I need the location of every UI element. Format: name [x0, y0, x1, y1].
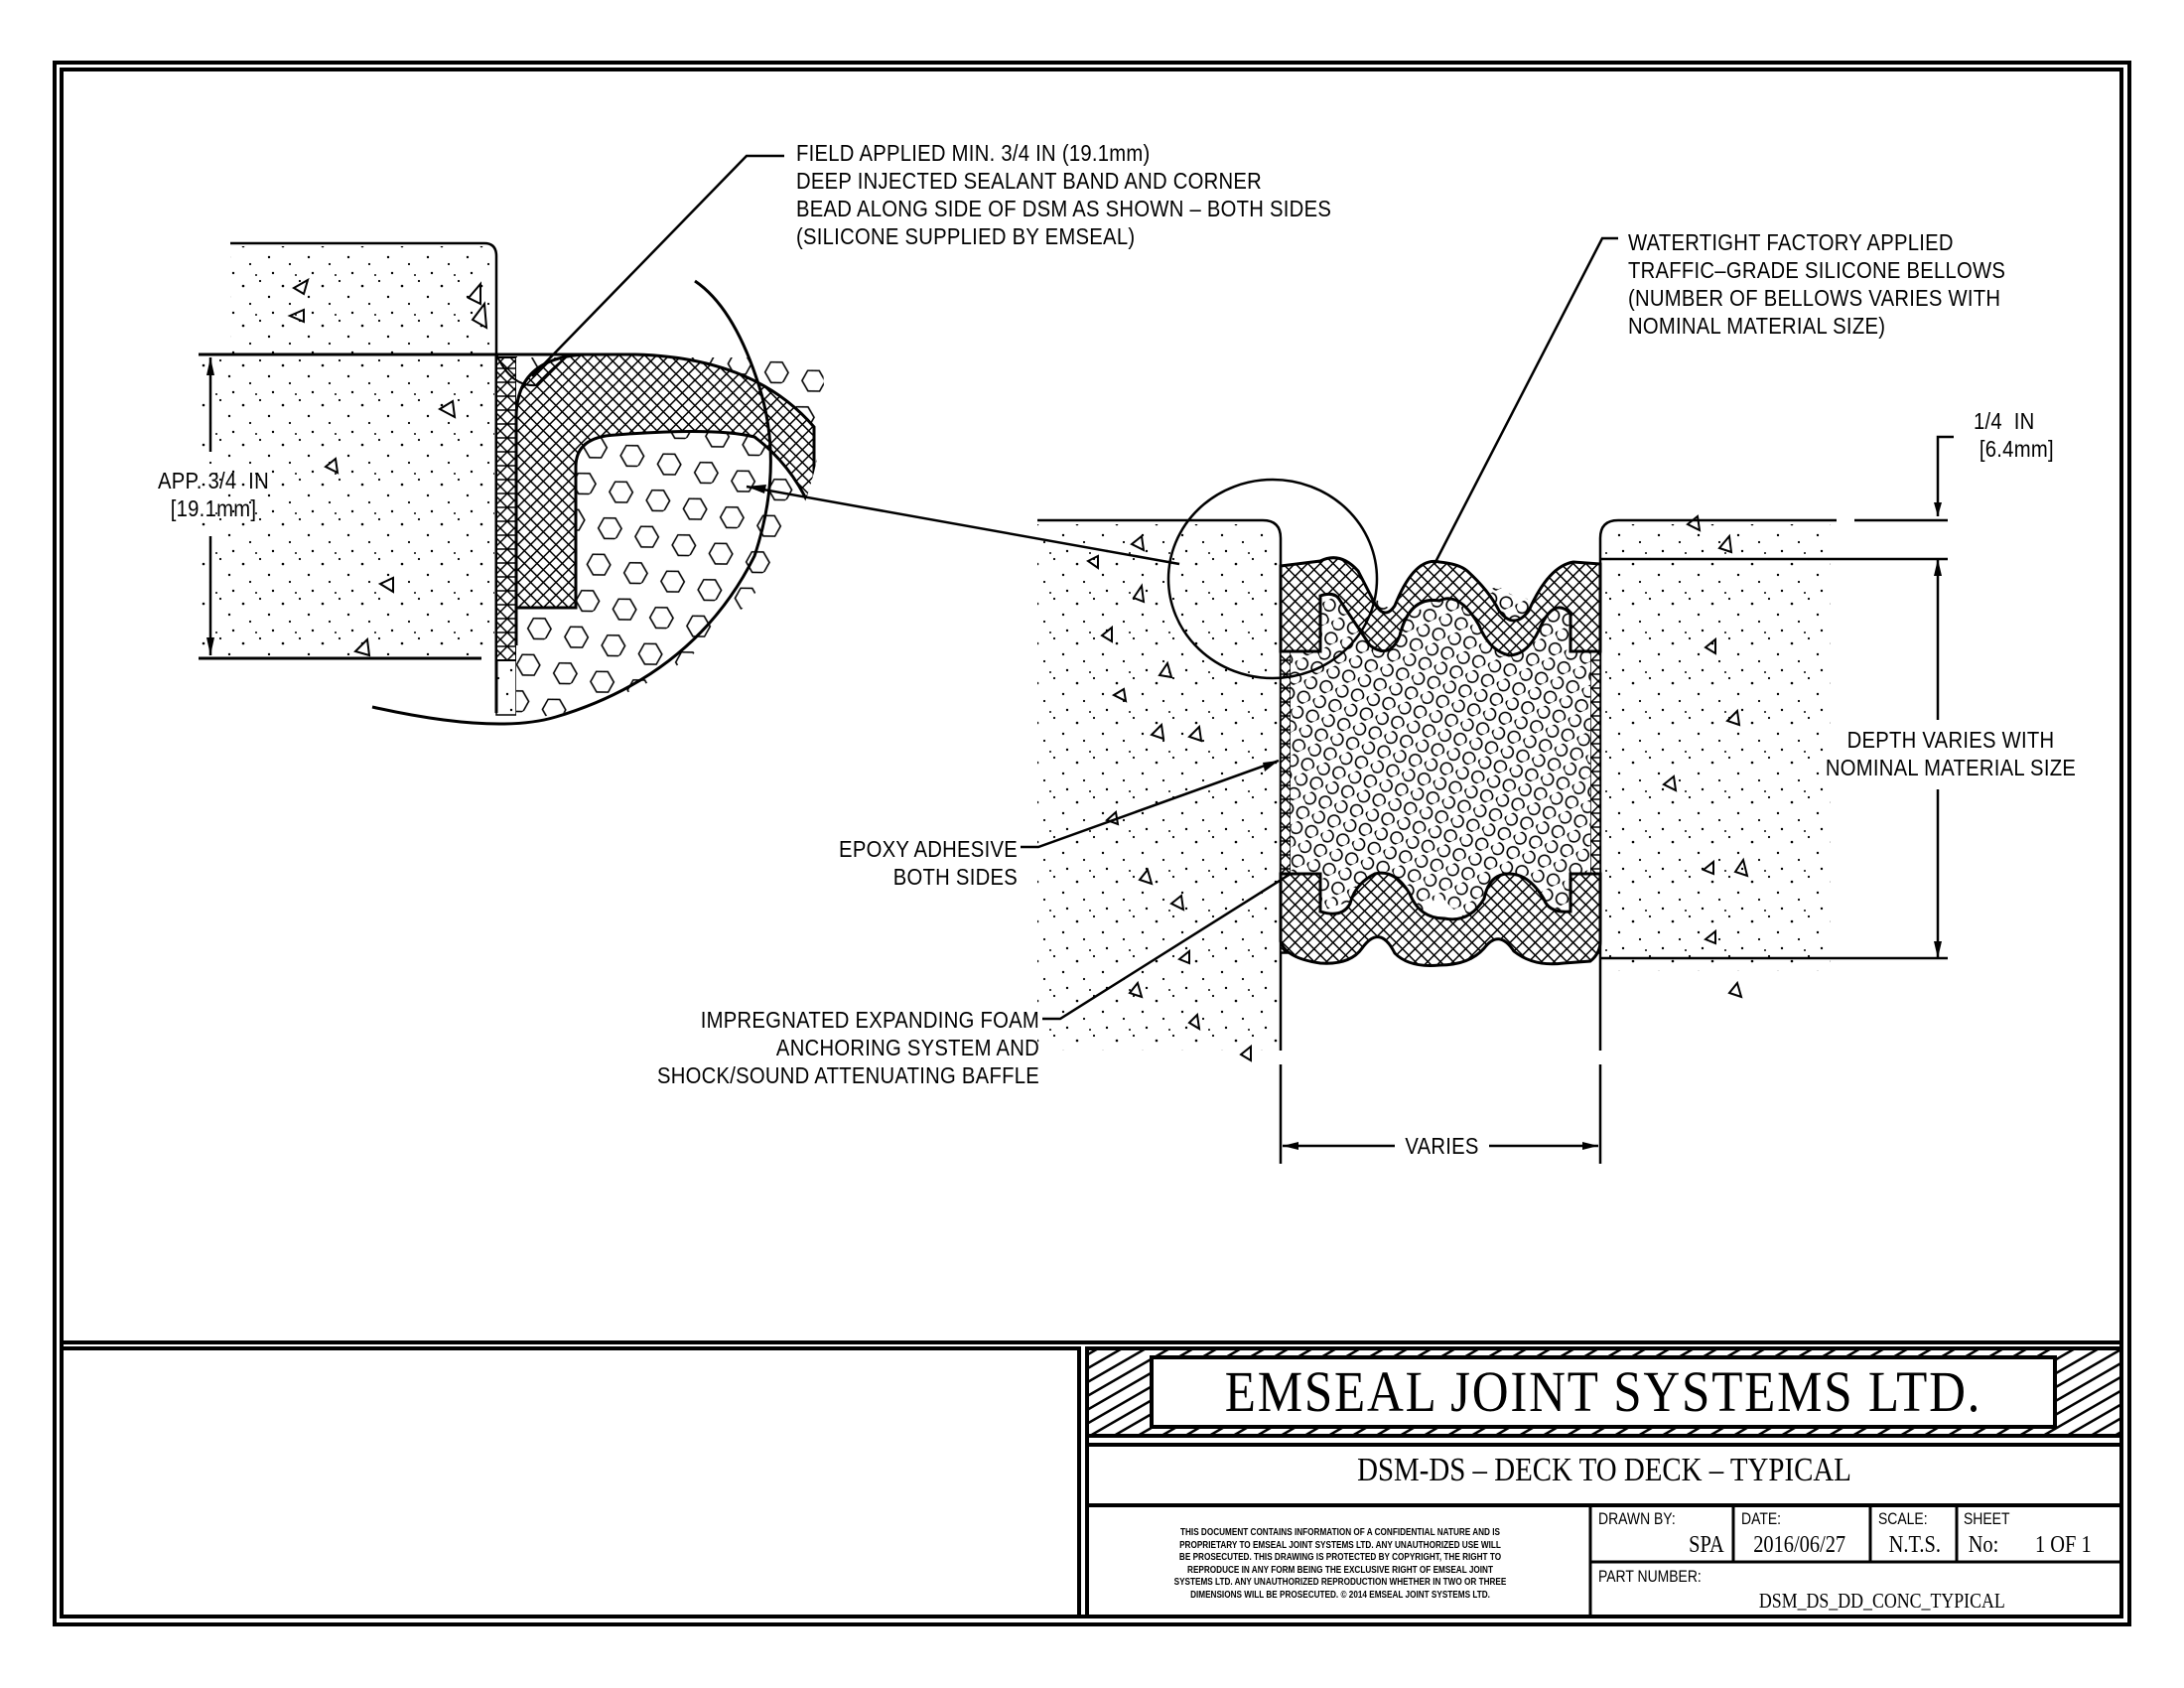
part-number-label: PART NUMBER:: [1598, 1567, 1702, 1586]
company-name: EMSEAL JOINT SYSTEMS LTD.: [1224, 1359, 1982, 1424]
scale-label: SCALE:: [1878, 1509, 1928, 1528]
leader-epoxy: [1021, 759, 1280, 849]
drawn-by-label: DRAWN BY:: [1598, 1509, 1676, 1528]
drawn-by-value: SPA: [1689, 1532, 1724, 1558]
outer-border: [53, 61, 2131, 1626]
note-watertight-bellows: WATERTIGHT FACTORY APPLIED TRAFFIC–GRADE…: [1628, 229, 2006, 339]
dim-quarter-inch: 1/4 IN [6.4mm]: [1974, 408, 2054, 462]
date-label: DATE:: [1741, 1509, 1782, 1528]
dim-varies: VARIES: [1405, 1133, 1479, 1159]
detail-callout: [199, 241, 824, 726]
leader-foam: [1042, 872, 1292, 1021]
date-value: 2016/06/27: [1753, 1532, 1846, 1558]
part-number-value: DSM_DS_DD_CONC_TYPICAL: [1758, 1589, 2005, 1613]
main-joint-section: [1037, 435, 1954, 1164]
leader-watertight: [1433, 236, 1618, 565]
sheet-no-label: No:: [1968, 1532, 1999, 1558]
confidentiality-disclaimer: THIS DOCUMENT CONTAINS INFORMATION OF A …: [1173, 1526, 1507, 1601]
drawing-title: DSM-DS – DECK TO DECK – TYPICAL: [1357, 1452, 1851, 1488]
note-foam-baffle: IMPREGNATED EXPANDING FOAM ANCHORING SYS…: [656, 1007, 1039, 1088]
leader-field-applied: [531, 154, 784, 377]
title-block-frame: [60, 1346, 2123, 1618]
note-field-applied-sealant: FIELD APPLIED MIN. 3/4 IN (19.1mm) DEEP …: [796, 140, 1332, 249]
note-epoxy-adhesive: EPOXY ADHESIVE BOTH SIDES: [839, 836, 1018, 890]
dim-app-three-quarter: APP. 3/4 IN [19.1mm]: [158, 468, 269, 521]
dim-depth-varies: DEPTH VARIES WITH NOMINAL MATERIAL SIZE: [1825, 727, 2077, 780]
scale-value: N.T.S.: [1888, 1532, 1941, 1558]
sheet-label: SHEET: [1964, 1509, 2010, 1528]
sheet-number: 1 OF 1: [2035, 1532, 2092, 1558]
